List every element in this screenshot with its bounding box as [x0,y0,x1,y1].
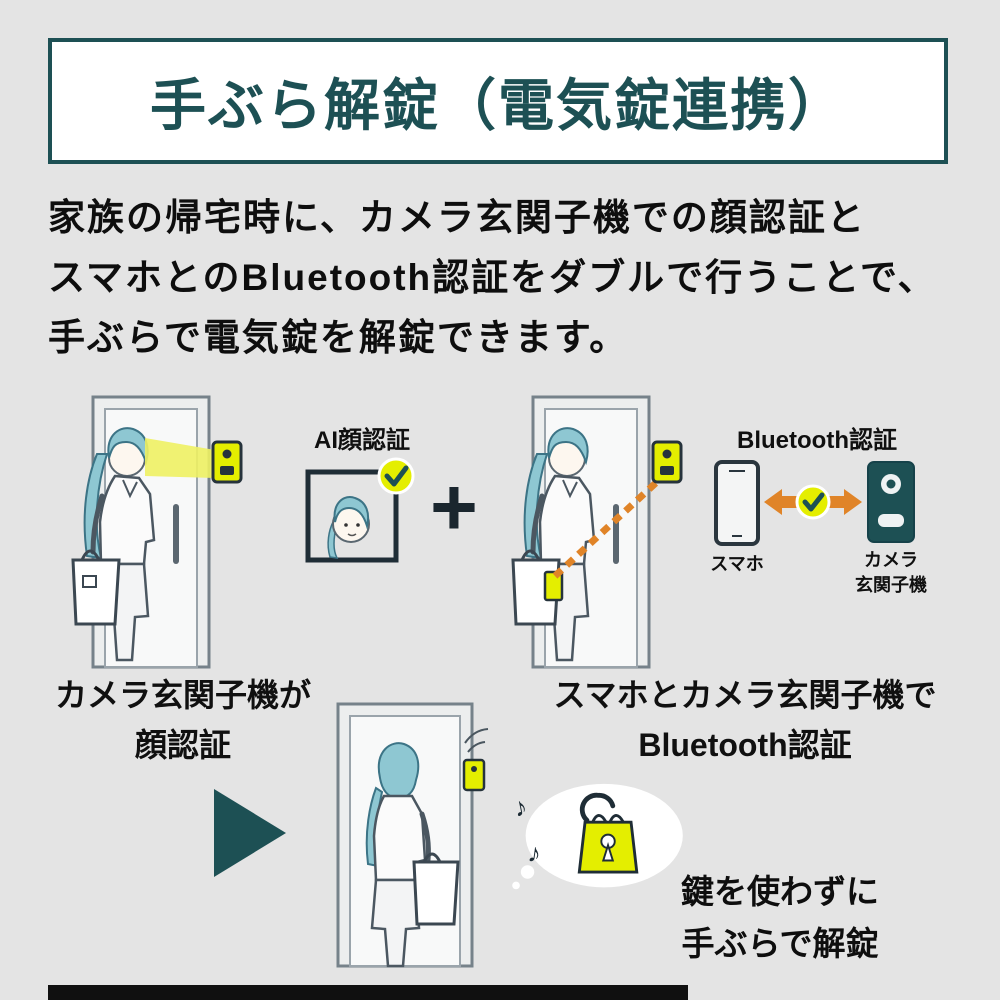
next-section-edge [48,985,688,1000]
speech-bubble [512,783,683,890]
face-auth-caption: カメラ玄関子機が 顔認証 [38,670,328,770]
phone-in-bag-icon [543,570,564,602]
doorstation-icon [867,461,915,543]
forward-triangle-icon [214,789,286,877]
description-line-1: 家族の帰宅時に、カメラ玄関子機での顔認証と [48,197,866,238]
woman-figure-back [365,742,460,968]
camera-device-icon [651,440,683,484]
doorstation-label-line-1: カメラ [864,550,918,570]
bluetooth-auth-scene-illustration [511,395,683,669]
handbag [412,860,460,926]
description-line-2: スマホとのBluetooth認証をダブルで行うことで、 [48,257,937,298]
sound-sparkle-icon [464,728,489,753]
result-line-1: 鍵を使わずに [681,873,879,910]
check-icon [377,457,415,495]
woman-figure [71,427,156,662]
face-auth-scene-illustration [71,395,243,669]
arrow-left-icon [764,489,802,515]
bluetooth-auth-caption-line-1: スマホとカメラ玄関子機で [553,677,937,713]
bluetooth-pairing-diagram [714,460,915,546]
recognized-face [327,496,370,559]
face-recognition-frame [305,457,415,563]
handbag [71,558,121,626]
bluetooth-auth-badge: Bluetooth認証 [737,427,897,454]
arrow-right-icon [824,489,862,515]
description: 家族の帰宅時に、カメラ玄関子機での顔認証と スマホとのBluetooth認証をダ… [48,188,963,368]
description-line-3: 手ぶらで電気錠を解錠できます。 [48,317,629,358]
doorstation-label-line-2: 玄関子機 [855,575,927,595]
door-handle [613,504,619,564]
bluetooth-auth-caption: スマホとカメラ玄関子機で Bluetooth認証 [550,670,940,770]
bluetooth-beam [552,477,662,579]
unlock-scene-illustration [336,702,489,968]
smartphone-icon [714,460,760,546]
result-text: 鍵を使わずに 手ぶらで解錠 [640,866,920,970]
title-box: 手ぶら解錠（電気錠連携） [48,38,948,164]
door-handle [173,504,179,564]
bluetooth-auth-caption-line-2: Bluetooth認証 [638,727,852,763]
camera-device-icon [211,440,243,484]
doorstation-label: カメラ 玄関子機 [846,548,936,598]
face-auth-badge: AI顔認証 [314,427,410,454]
scan-frame [305,469,399,563]
check-icon [795,484,831,520]
camera-device-icon [462,758,486,792]
page-title: 手ぶら解錠（電気錠連携） [150,73,846,137]
face-auth-caption-line-1: カメラ玄関子機が [54,677,311,713]
light-beam [145,438,215,478]
plus-sign: + [430,462,478,553]
result-line-2: 手ぶらで解錠 [681,925,879,962]
face-auth-caption-line-2: 顔認証 [134,727,231,763]
unlocked-bag-icon [577,792,639,874]
smartphone-label: スマホ [710,554,764,574]
